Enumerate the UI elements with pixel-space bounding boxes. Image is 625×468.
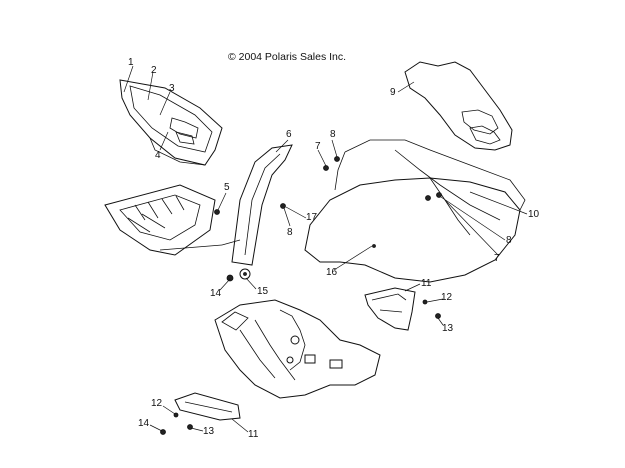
callout-4: 4 <box>155 150 161 161</box>
fastener-hardware <box>160 156 442 435</box>
fender-flare <box>231 144 293 266</box>
callout-6: 6 <box>286 129 292 140</box>
callout-11-lower: 11 <box>248 429 259 440</box>
floorboard-assembly <box>104 184 216 256</box>
front-fender <box>304 139 526 283</box>
leader-lines <box>123 65 528 433</box>
callout-5: 5 <box>224 182 230 193</box>
callout-7-upper: 7 <box>315 141 321 152</box>
splash-guard-upper <box>364 287 416 331</box>
callout-10: 10 <box>528 209 540 220</box>
callout-12-lower: 12 <box>151 398 163 409</box>
side-panel-assembly <box>119 79 223 166</box>
splash-guard-lower <box>174 392 241 421</box>
callout-8-middle: 8 <box>287 227 293 238</box>
callout-13-upper: 13 <box>442 323 454 334</box>
callout-12-upper: 12 <box>441 292 453 303</box>
callout-3: 3 <box>169 83 175 94</box>
callout-11-upper: 11 <box>421 278 432 289</box>
chassis-frame <box>214 299 381 399</box>
copyright-notice: © 2004 Polaris Sales Inc. <box>228 51 347 63</box>
seat <box>404 61 513 151</box>
callout-14-upper: 14 <box>210 288 222 299</box>
callout-16: 16 <box>326 267 338 278</box>
callout-13-lower: 13 <box>203 426 215 437</box>
callout-2: 2 <box>151 65 157 76</box>
callout-7-right: 7 <box>494 253 500 264</box>
callout-15: 15 <box>257 286 269 297</box>
callout-8-upper: 8 <box>330 129 336 140</box>
callout-9: 9 <box>390 87 396 98</box>
callout-1: 1 <box>128 57 134 68</box>
callout-17: 17 <box>306 212 318 223</box>
callout-14-lower: 14 <box>138 418 150 429</box>
callout-8-right: 8 <box>506 235 512 246</box>
